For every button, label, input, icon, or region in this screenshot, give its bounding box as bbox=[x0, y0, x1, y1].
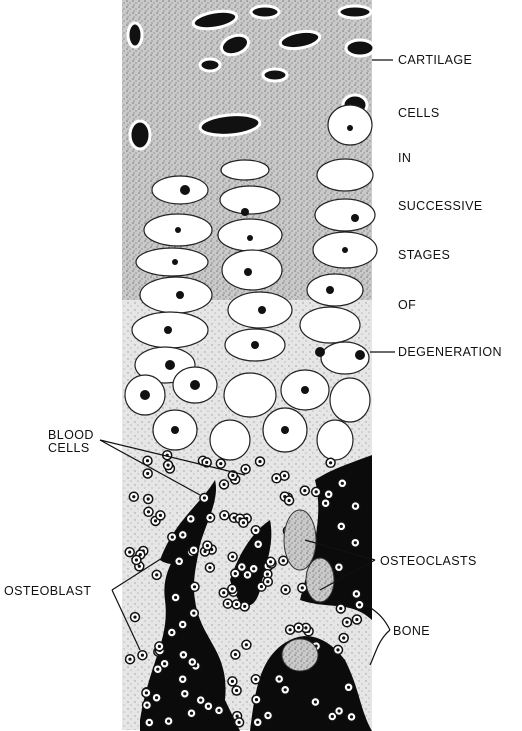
label-in: IN bbox=[398, 151, 411, 165]
label-osteoblast: OSTEOBLAST bbox=[4, 584, 91, 598]
label-cells: CELLS bbox=[398, 106, 440, 120]
label-blood-line1: BLOOD bbox=[48, 428, 94, 442]
label-stages: STAGES bbox=[398, 248, 450, 262]
label-successive: SUCCESSIVE bbox=[398, 199, 483, 213]
label-bone: BONE bbox=[393, 624, 430, 638]
label-blood-line2: CELLS bbox=[48, 441, 90, 455]
label-of: OF bbox=[398, 298, 416, 312]
label-cartilage: CARTILAGE bbox=[398, 53, 472, 67]
label-osteoclasts: OSTEOCLASTS bbox=[380, 554, 477, 568]
label-degeneration: DEGENERATION bbox=[398, 345, 502, 359]
